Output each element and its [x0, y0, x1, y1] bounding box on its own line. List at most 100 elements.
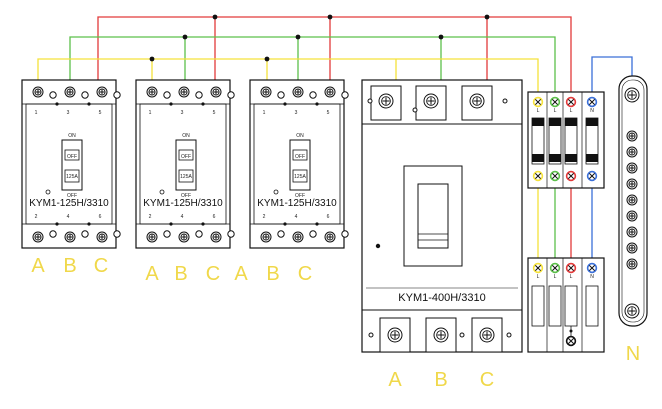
rating-label: 125A	[66, 174, 78, 180]
junction-dot-phase-b	[438, 34, 444, 40]
terminal-number: 2	[149, 214, 152, 220]
indicator-dot	[283, 102, 287, 106]
off-label: OFF	[295, 193, 305, 199]
terminal-number: 1	[149, 110, 152, 116]
terminal-number: 3	[181, 110, 184, 116]
junction-dots	[149, 14, 490, 62]
rating-label: 125A	[294, 174, 306, 180]
wire-phase-c	[97, 16, 572, 100]
terminal-cross	[568, 265, 574, 271]
neutral-screw	[626, 178, 638, 190]
terminal-number: 2	[35, 214, 38, 220]
indicator-dot	[315, 102, 319, 106]
terminal-cross	[568, 173, 574, 179]
indicator-dot	[55, 222, 59, 226]
terminal-screw	[210, 86, 222, 98]
phase-label: C	[206, 263, 220, 285]
neutral-bar-inner	[621, 79, 645, 323]
terminal-number: 5	[213, 110, 216, 116]
indicator-dot	[201, 222, 205, 226]
terminal-hole	[367, 98, 373, 104]
neutral-screw	[626, 194, 638, 206]
phase-label: A	[31, 255, 45, 277]
neutral-screw	[626, 130, 638, 142]
terminal-screw	[64, 231, 76, 243]
terminal-cross	[552, 99, 558, 105]
terminal-cross	[535, 99, 541, 105]
indicator-hole	[159, 189, 165, 195]
neutral-screw	[626, 210, 638, 222]
terminal-screw	[423, 93, 439, 109]
terminal-cross	[568, 99, 574, 105]
indicator-dot	[569, 329, 573, 333]
terminal-slot	[585, 285, 599, 327]
phase-label: B	[434, 369, 447, 391]
terminal-number: 5	[327, 110, 330, 116]
terminal-hole	[113, 230, 121, 238]
terminal-hole	[368, 332, 374, 338]
terminal-screw	[260, 86, 272, 98]
terminal-number: 2	[263, 214, 266, 220]
terminal-cap	[565, 118, 577, 126]
terminal-label: N	[590, 108, 594, 114]
breaker-handle	[175, 139, 197, 191]
off-label: OFF	[67, 154, 77, 160]
terminal-screw	[146, 86, 158, 98]
terminal-screw	[532, 96, 544, 108]
indicator-dot	[201, 102, 205, 106]
terminal-screw	[378, 93, 394, 109]
terminal-screw	[549, 96, 561, 108]
off-label: OFF	[181, 193, 191, 199]
phase-label: C	[298, 263, 312, 285]
indicator-hole	[273, 189, 279, 195]
terminal-screw	[469, 93, 485, 109]
terminal-hole	[506, 332, 512, 338]
phase-label: B	[63, 255, 76, 277]
indicator-dot	[87, 102, 91, 106]
terminal-number: 1	[35, 110, 38, 116]
phase-label: B	[266, 263, 279, 285]
terminal-hole	[459, 332, 465, 338]
model-label: KYM1-125H/3310	[143, 198, 223, 209]
terminal-hole	[341, 230, 349, 238]
terminal-screw	[532, 262, 544, 274]
terminal-hole	[227, 91, 235, 99]
terminal-screw	[565, 170, 577, 182]
breaker-handle	[289, 139, 311, 191]
off-label: OFF	[181, 154, 191, 160]
terminal-label: L	[554, 108, 557, 114]
terminal-hole	[341, 91, 349, 99]
rating-label: 125A	[180, 174, 192, 180]
terminal-hole	[277, 91, 285, 99]
terminal-number: 1	[263, 110, 266, 116]
indicator-dot	[315, 222, 319, 226]
terminal-hole	[195, 91, 203, 99]
terminal-hole	[81, 230, 89, 238]
terminal-screw	[292, 86, 304, 98]
terminal-cross	[535, 265, 541, 271]
off-label: OFF	[67, 193, 77, 199]
off-label: OFF	[295, 154, 305, 160]
phase-label: C	[480, 369, 494, 391]
terminal-screw	[479, 327, 495, 343]
terminal-hole	[81, 91, 89, 99]
neutral-screw	[624, 303, 640, 319]
neutral-screw	[626, 226, 638, 238]
terminal-hole	[502, 98, 508, 104]
terminal-screw	[433, 327, 449, 343]
terminal-hole	[277, 230, 285, 238]
breaker-handle	[61, 139, 83, 191]
terminal-label: L	[554, 274, 557, 280]
terminal-screw	[586, 96, 598, 108]
terminal-screw	[32, 86, 44, 98]
terminal-screw	[549, 170, 561, 182]
terminal-screw	[549, 262, 561, 274]
terminal-cap	[565, 154, 577, 162]
terminal-label: L	[537, 108, 540, 114]
junction-dot-phase-a	[264, 56, 270, 62]
junction-dot-phase-c	[484, 14, 490, 20]
